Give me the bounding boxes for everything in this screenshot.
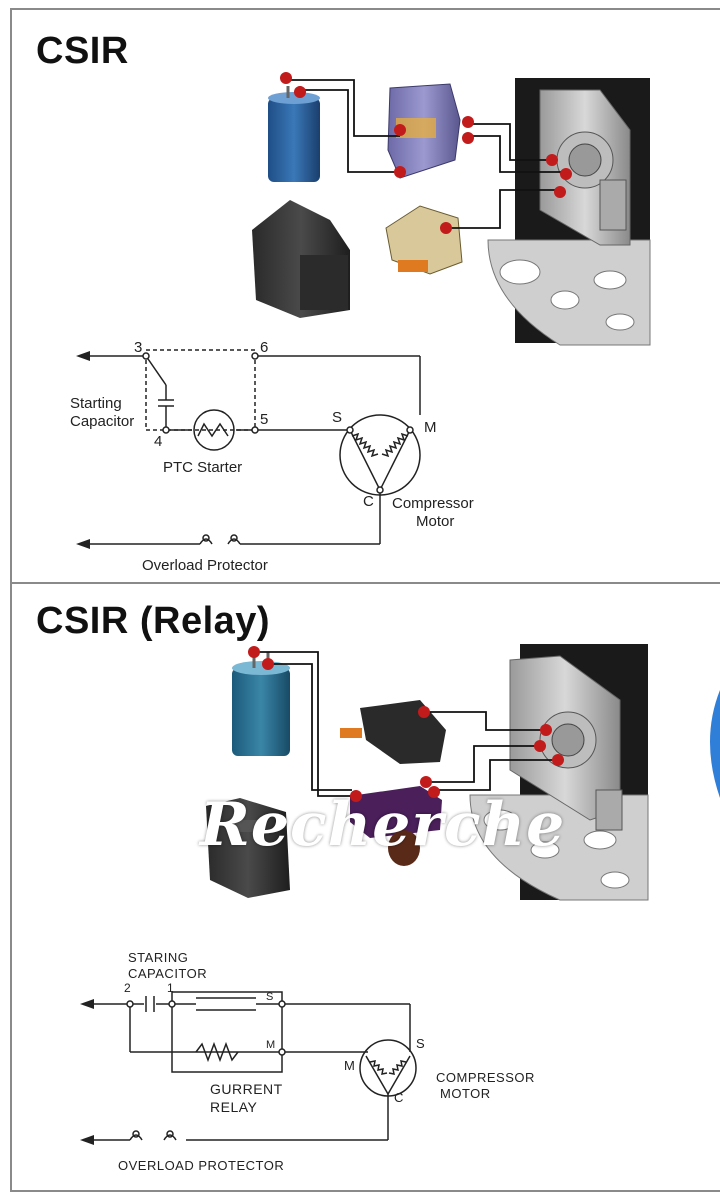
overload-protector-label-2: OVERLOAD PROTECTOR	[118, 1158, 284, 1173]
motor-m-label: M	[424, 419, 437, 436]
overload-protector-device-1	[385, 205, 463, 275]
motor2-c-label: C	[394, 1090, 404, 1105]
terminal-5-label: 5	[260, 411, 268, 428]
motor-c-label: C	[363, 493, 374, 510]
terminal-4-label: 4	[154, 433, 162, 450]
motor2-m-label: M	[344, 1058, 355, 1073]
compressor-illustration-1	[487, 78, 651, 346]
csir-relay-schematic-labels: STARING CAPACITOR 2 1 S M GURRENT RELAY …	[118, 950, 535, 1173]
edge-blue-shape	[710, 690, 720, 798]
relay-m-label: M	[266, 1039, 276, 1051]
csir-relay-schematic	[80, 991, 417, 1145]
capacitor-2	[232, 652, 290, 756]
starting-capacitor-label-line2: Capacitor	[70, 413, 134, 430]
compressor-illustration-2	[469, 644, 649, 901]
panel-title-csir-relay: CSIR (Relay)	[36, 600, 271, 642]
csir-schematic-labels: 3 6 4 5 Starting Capacitor PTC Starter S…	[70, 339, 474, 574]
motor-s-label: S	[332, 409, 342, 426]
wiring-2	[254, 651, 558, 797]
watermark: Recherche	[200, 790, 566, 860]
starting-capacitor-label-line1: Starting	[70, 395, 122, 412]
terminal-2-label: 2	[124, 981, 131, 995]
staring-capacitor-label-line1: STARING	[128, 950, 188, 965]
relay-device	[350, 786, 442, 866]
wiring-1	[286, 79, 566, 229]
overload-protector-device-2	[340, 700, 446, 764]
csir-schematic	[76, 349, 421, 549]
wiring-dots-2	[248, 646, 564, 802]
capacitor-1	[268, 86, 320, 182]
compressor-motor-label-2-line1: COMPRESSOR	[436, 1070, 535, 1085]
terminal-1-label: 1	[167, 981, 174, 995]
relay-s-label: S	[266, 991, 274, 1003]
panel-title-csir: CSIR	[36, 30, 129, 72]
motor2-s-label: S	[416, 1036, 425, 1051]
terminal-6-label: 6	[260, 339, 268, 356]
ptc-starter-device	[387, 83, 461, 179]
current-relay-label-line2: RELAY	[210, 1099, 258, 1115]
overload-protector-label: Overload Protector	[142, 557, 268, 574]
terminal-3-label: 3	[134, 339, 142, 356]
compressor-motor-label-line2: Motor	[416, 513, 454, 530]
staring-capacitor-label-line2: CAPACITOR	[128, 966, 207, 981]
current-relay-label-line1: GURRENT	[210, 1081, 283, 1097]
wiring-dots-1	[280, 72, 572, 234]
ptc-starter-label: PTC Starter	[163, 459, 242, 476]
compressor-motor-label-2-line2: MOTOR	[440, 1086, 491, 1101]
ptc-cover-1	[252, 200, 350, 318]
compressor-motor-label-line1: Compressor	[392, 495, 474, 512]
relay-cover	[206, 798, 290, 898]
